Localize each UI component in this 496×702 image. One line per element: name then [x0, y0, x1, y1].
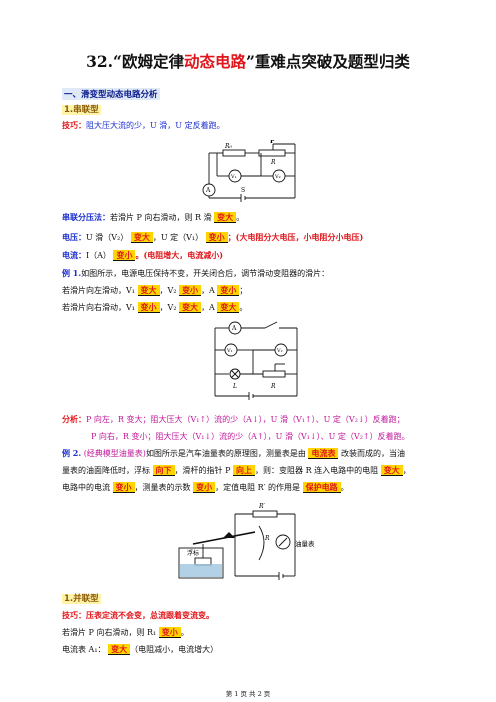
example2-row1: 例 2. (经典模型油量表)如图所示是汽车油量表的原理图，测量表是由 电流表 改… [62, 448, 406, 459]
float [194, 557, 212, 566]
svg-text:R: R [270, 383, 276, 390]
svg-text:V₁: V₁ [230, 174, 237, 180]
svg-text:A: A [205, 187, 211, 194]
svg-text:S: S [241, 187, 245, 194]
series-tip: 技巧：阻大压大流的少，U 滑，U 定反着跑。 [62, 120, 225, 130]
example1-circuit-diagram: A V₁ V₂ L R [214, 321, 298, 400]
oil-gauge-diagram: R′ R 浮标 油量表 [178, 503, 315, 580]
example1-row2: 若滑片向右滑动，V₁ 变小，V₂ 变大，A 变大。 [62, 302, 248, 313]
svg-text:A: A [231, 325, 237, 332]
switch [264, 321, 278, 329]
analysis-row2: P 向右，R 变小；阻大压大（V₁↓）流的少（A↑），U 滑（V₁↓）、U 定（… [91, 432, 410, 441]
svg-text:R′: R′ [258, 503, 266, 510]
arc-resistor-r [258, 525, 265, 561]
example1-row1: 若滑片向左滑动，V₁ 变大，V₂ 变小，A 变小； [62, 285, 248, 296]
svg-text:V₂: V₂ [276, 348, 283, 354]
svg-text:浮标: 浮标 [187, 549, 199, 557]
example2-row3: 电路中的电流 变小，测量表的示数 变小，定值电阻 R′ 的作用是 保护电路。 [62, 482, 349, 493]
oil-liquid [180, 564, 222, 577]
page-footer: 第 1 页 共 2 页 [225, 690, 271, 698]
svg-text:R: R [264, 535, 270, 542]
svg-text:L: L [232, 383, 237, 390]
analysis-row1: 分析：P 向左，R 变大；阻大压大（V₁↑）流的少（A↓），U 滑（V₁↑）、U… [62, 414, 405, 424]
svg-text:P: P [270, 140, 275, 145]
oil-tank [178, 547, 224, 579]
series-method: 串联分压法：若滑片 P 向右滑动，则 R 滑 变大。 [62, 212, 245, 223]
svg-text:V₂: V₂ [274, 174, 281, 180]
svg-text:V₁: V₁ [226, 348, 233, 354]
rheostat-r [262, 370, 286, 378]
section-heading: 一、滑变型动态电路分析 [62, 88, 160, 100]
subsection-series: 1.串联型 [62, 105, 101, 115]
parallel-row1: 若滑片 P 向右滑动，则 R₁ 变小。 [62, 627, 189, 638]
subsection-parallel: 1.并联型 [62, 594, 101, 604]
svg-text:油量表: 油量表 [295, 539, 315, 548]
example1-text: 例 1.如图所示，电源电压保持不变，开关闭合后，调节滑动变阻器的滑片： [62, 268, 330, 278]
example2-row2: 量表的油面降低时，浮标 向下，滑杆的指针 P 向上，则：变阻器 R 连入电路中的… [62, 465, 411, 476]
pivot-icon [223, 532, 235, 538]
svg-text:R₀: R₀ [224, 143, 233, 150]
parallel-tip: 技巧：压表定流不会变，总流跟着变流变。 [62, 610, 214, 620]
oil-meter-gauge [275, 534, 291, 550]
rheostat [258, 149, 286, 157]
svg-text:R: R [270, 159, 276, 166]
parallel-row2: 电流表 A₁： 变大（电阻减小，电流增大） [62, 644, 219, 655]
fixed-resistor-r-prime [252, 510, 278, 518]
r0-resistor [222, 149, 246, 157]
series-voltage: 电压：U 滑（V₂） 变大，U 定（V₁） 变小；(大电阻分大电压，小电阻分小电… [62, 232, 364, 243]
page-title: 32.“欧姆定律动态电路”重难点突破及题型归类 [86, 52, 410, 71]
series-circuit-diagram: R₀ P R V₁ V₂ A S [202, 140, 296, 202]
series-current: 电流：I（A） 变小。(电阻增大，电流减小) [62, 250, 224, 261]
